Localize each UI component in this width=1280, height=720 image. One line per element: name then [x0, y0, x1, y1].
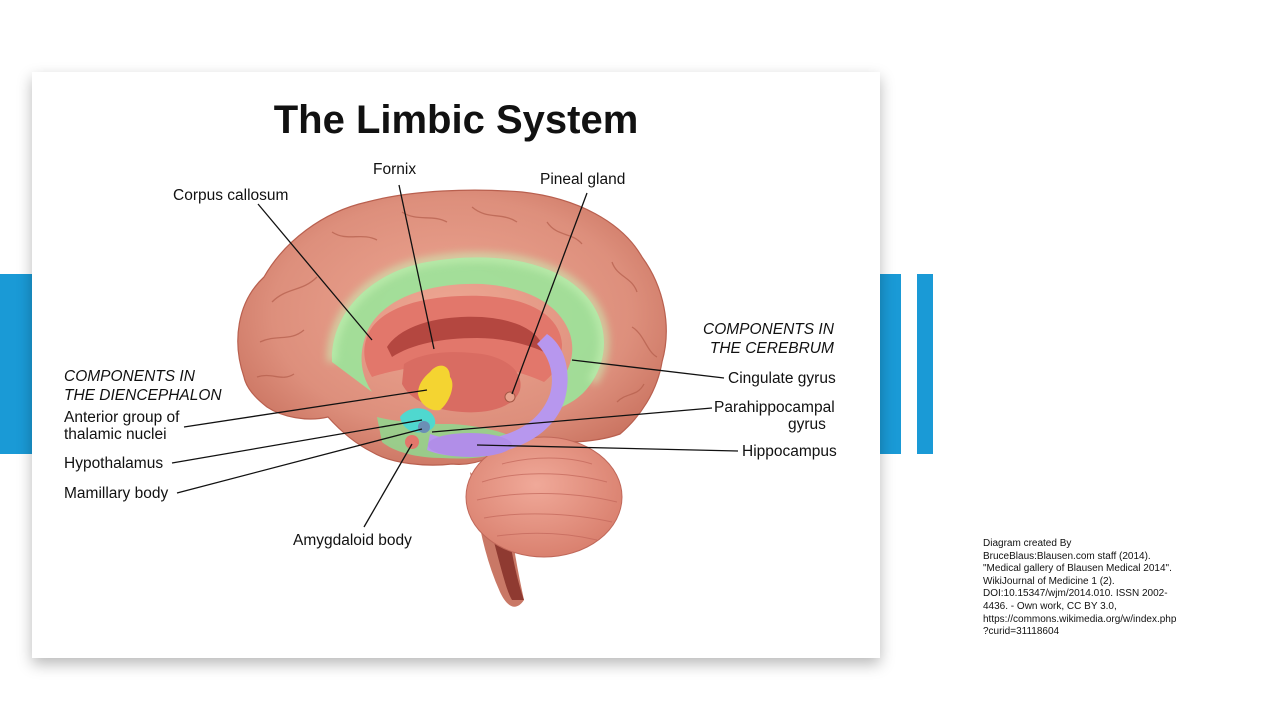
caption-line: 4436. - Own work, CC BY 3.0,	[983, 600, 1117, 612]
hippocampus-region	[427, 334, 568, 457]
label-amygdaloid-body: Amygdaloid body	[293, 532, 412, 549]
diagram-title: The Limbic System	[273, 98, 639, 142]
cingulate-gyrus-region	[331, 257, 604, 407]
label-anterior-group-line1: Anterior group of	[64, 409, 180, 426]
label-mamillary-body: Mamillary body	[64, 485, 169, 502]
section-label-diencephalon: COMPONENTS IN THE DIENCEPHALON	[64, 368, 222, 404]
label-hypothalamus: Hypothalamus	[64, 455, 164, 472]
anterior-thalamic-nuclei	[418, 365, 453, 411]
mamillary-body-region	[418, 421, 430, 433]
label-hippocampus: Hippocampus	[742, 443, 837, 460]
corpus-callosum-arch	[387, 316, 544, 357]
label-pineal-gland: Pineal gland	[540, 171, 626, 188]
pineal-gland-region	[504, 391, 516, 403]
cingulate-glow	[326, 252, 609, 385]
label-parahippocampal-line1: Parahippocampal	[714, 399, 835, 416]
label-parahippocampal-line2: gyrus	[788, 416, 826, 433]
spinal-cord	[494, 532, 524, 600]
brain-illustration	[171, 184, 739, 607]
leader-lines	[171, 184, 739, 528]
caption-line: ?curid=31118604	[983, 626, 1060, 638]
label-parahippocampal-gyrus: Parahippocampal gyrus	[714, 399, 835, 433]
caption-line: WikiJournal of Medicine 1 (2).	[983, 575, 1115, 587]
label-corpus-callosum: Corpus callosum	[173, 187, 289, 204]
amygdaloid-body-region	[405, 435, 419, 449]
section-label-cerebrum: COMPONENTS IN THE CEREBRUM	[703, 321, 834, 357]
label-fornix: Fornix	[373, 161, 417, 178]
attribution-caption: Diagram created By BruceBlaus:Blausen.co…	[983, 538, 1243, 639]
hippocampus-body	[428, 433, 512, 457]
label-anterior-group: Anterior group of thalamic nuclei	[64, 409, 179, 443]
caption-line: https://commons.wikimedia.org/w/index.ph…	[983, 613, 1177, 625]
caption-line: Diagram created By	[983, 538, 1072, 549]
caption-line: BruceBlaus:Blausen.com staff (2014).	[983, 550, 1151, 562]
caption-line: DOI:10.15347/wjm/2014.010. ISSN 2002-	[983, 588, 1168, 600]
diagram-card: The Limbic System	[32, 72, 880, 658]
cerebellum-folia	[476, 457, 618, 541]
cortex-folds	[256, 206, 658, 403]
caption-line: "Medical gallery of Blausen Medical 2014…	[983, 563, 1172, 575]
cerebellum	[465, 436, 623, 558]
accent-bar-right-2	[917, 274, 933, 454]
label-cingulate-gyrus: Cingulate gyrus	[728, 370, 836, 387]
accent-bar-left	[0, 274, 32, 454]
label-anterior-group-line2: thalamic nuclei	[64, 426, 167, 443]
accent-bar-right-1	[880, 274, 901, 454]
